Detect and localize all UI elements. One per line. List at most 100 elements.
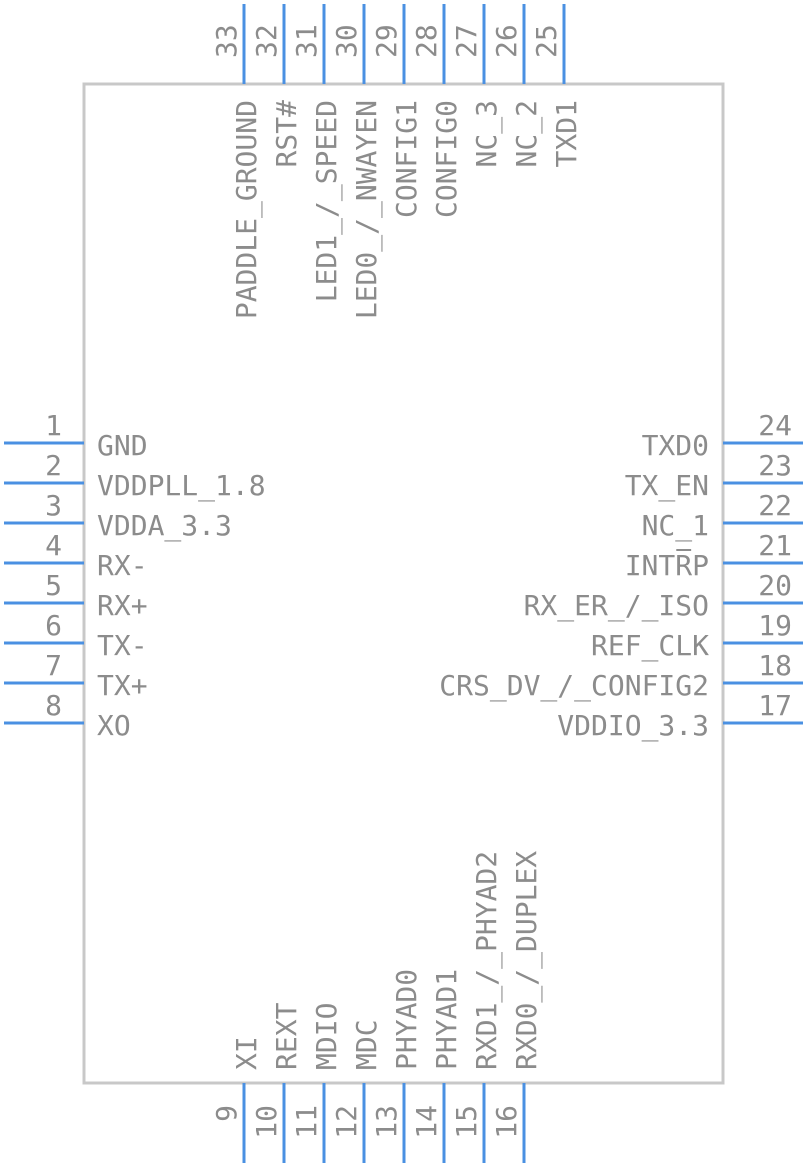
pin-number: 7: [45, 649, 62, 682]
pin-label-nc-1: NC_1: [642, 509, 709, 543]
pin-number: 27: [450, 24, 483, 58]
pin-label-mdio: MDIO: [310, 1003, 343, 1070]
pin-number: 32: [250, 24, 283, 58]
pin-number: 26: [490, 24, 523, 58]
pin-label-ref-clk: REF_CLK: [591, 629, 709, 663]
pin-label-gnd: GND: [97, 429, 148, 462]
pin-12: 12 MDC: [330, 1019, 383, 1163]
pin-label-vddio-3-3: VDDIO_3.3: [557, 709, 709, 743]
pin-number: 1: [45, 409, 62, 442]
pin-number: 25: [530, 24, 563, 58]
pin-number: 24: [758, 409, 792, 442]
pin-8: 8XO: [4, 689, 131, 742]
pin-label-mdc: MDC: [350, 1019, 383, 1070]
ic-body-outline: [82, 82, 725, 1085]
pin-number: 23: [758, 449, 792, 482]
pin-4: 4RX-: [4, 529, 148, 582]
pin-label-nc-2: NC_2: [510, 100, 544, 167]
pin-number: 10: [250, 1105, 283, 1139]
pin-label-phyad0: PHYAD0: [390, 969, 423, 1070]
pin-label-intrp: INTRP: [625, 549, 709, 582]
pin-7: 7TX+: [4, 649, 148, 702]
pin-label-vddpll-1-8: VDDPLL_1.8: [97, 469, 266, 503]
pin-label-rx: RX-: [97, 549, 148, 582]
pin-number: 33: [210, 24, 243, 58]
pins-layer: 1GND2VDDPLL_1.83VDDA_3.34RX-5RX+6TX-7TX+…: [4, 4, 803, 1163]
pin-number: 12: [330, 1105, 363, 1139]
pin-number: 3: [45, 489, 62, 522]
pin-number: 19: [758, 609, 792, 642]
pin-13: 13 PHYAD0: [370, 969, 423, 1163]
pin-number: 4: [45, 529, 62, 562]
pin-number: 14: [410, 1105, 443, 1139]
pin-number: 15: [450, 1105, 483, 1139]
pin-label-rext: REXT: [270, 1002, 303, 1070]
pin-label-txd1: TXD1: [550, 100, 583, 167]
pin-label-crs-dv-config2: CRS_DV_/_CONFIG2: [439, 669, 709, 703]
pin-6: 6TX-: [4, 609, 148, 662]
pin-16: 16 RXD0_/_DUPLEX: [490, 851, 544, 1163]
pin-label-rxd1-phyad2: RXD1_/_PHYAD2: [470, 851, 504, 1070]
pin-number: 11: [290, 1105, 323, 1139]
pin-label-led1-speed: LED1_/_SPEED: [310, 100, 344, 302]
pin-label-vdda-3-3: VDDA_3.3: [97, 509, 232, 543]
pin-11: 11 MDIO: [290, 1003, 343, 1163]
pin-label-tx-en: TX_EN: [625, 469, 709, 503]
pin-number: 29: [370, 24, 403, 58]
pin-10: 10 REXT: [250, 1002, 303, 1163]
pin-label-phyad1: PHYAD1: [430, 969, 463, 1070]
pin-label-xo: XO: [97, 709, 131, 742]
pin-number: 22: [758, 489, 792, 522]
pin-5: 5RX+: [4, 569, 148, 622]
pin-label-paddle-ground: PADDLE_GROUND: [230, 100, 264, 319]
pin-number: 18: [758, 649, 792, 682]
pin-14: 14 PHYAD1: [410, 969, 463, 1163]
pin-number: 13: [370, 1105, 403, 1139]
pin-label-led0-nwayen: LED0_/_NWAYEN: [350, 100, 384, 319]
pin-number: 31: [290, 24, 323, 58]
pin-label-rst: RST#: [270, 100, 303, 168]
pin-label-tx: TX-: [97, 629, 148, 662]
pin-label-config0: CONFIG0: [430, 100, 463, 218]
pin-number: 20: [758, 569, 792, 602]
pin-number: 21: [758, 529, 792, 562]
pin-label-rxd0-duplex: RXD0_/_DUPLEX: [510, 851, 544, 1070]
pin-number: 5: [45, 569, 62, 602]
pin-9: 9 XI: [210, 1036, 263, 1163]
pin-number: 2: [45, 449, 62, 482]
pin-label-xi: XI: [230, 1036, 263, 1070]
pin-15: 15 RXD1_/_PHYAD2: [450, 851, 504, 1163]
pin-number: 9: [210, 1105, 243, 1122]
pin-label-rx: RX+: [97, 589, 148, 622]
pin-label-tx: TX+: [97, 669, 148, 702]
pin-label-rx-er-iso: RX_ER_/_ISO: [524, 589, 709, 623]
pin-number: 16: [490, 1105, 523, 1139]
pin-label-nc-3: NC_3: [470, 100, 504, 167]
pin-number: 28: [410, 24, 443, 58]
pin-label-config1: CONFIG1: [390, 100, 423, 218]
pin-label-txd0: TXD0: [642, 429, 709, 462]
pin-number: 30: [330, 24, 363, 58]
pin-number: 8: [45, 689, 62, 722]
pin-number: 6: [45, 609, 62, 642]
